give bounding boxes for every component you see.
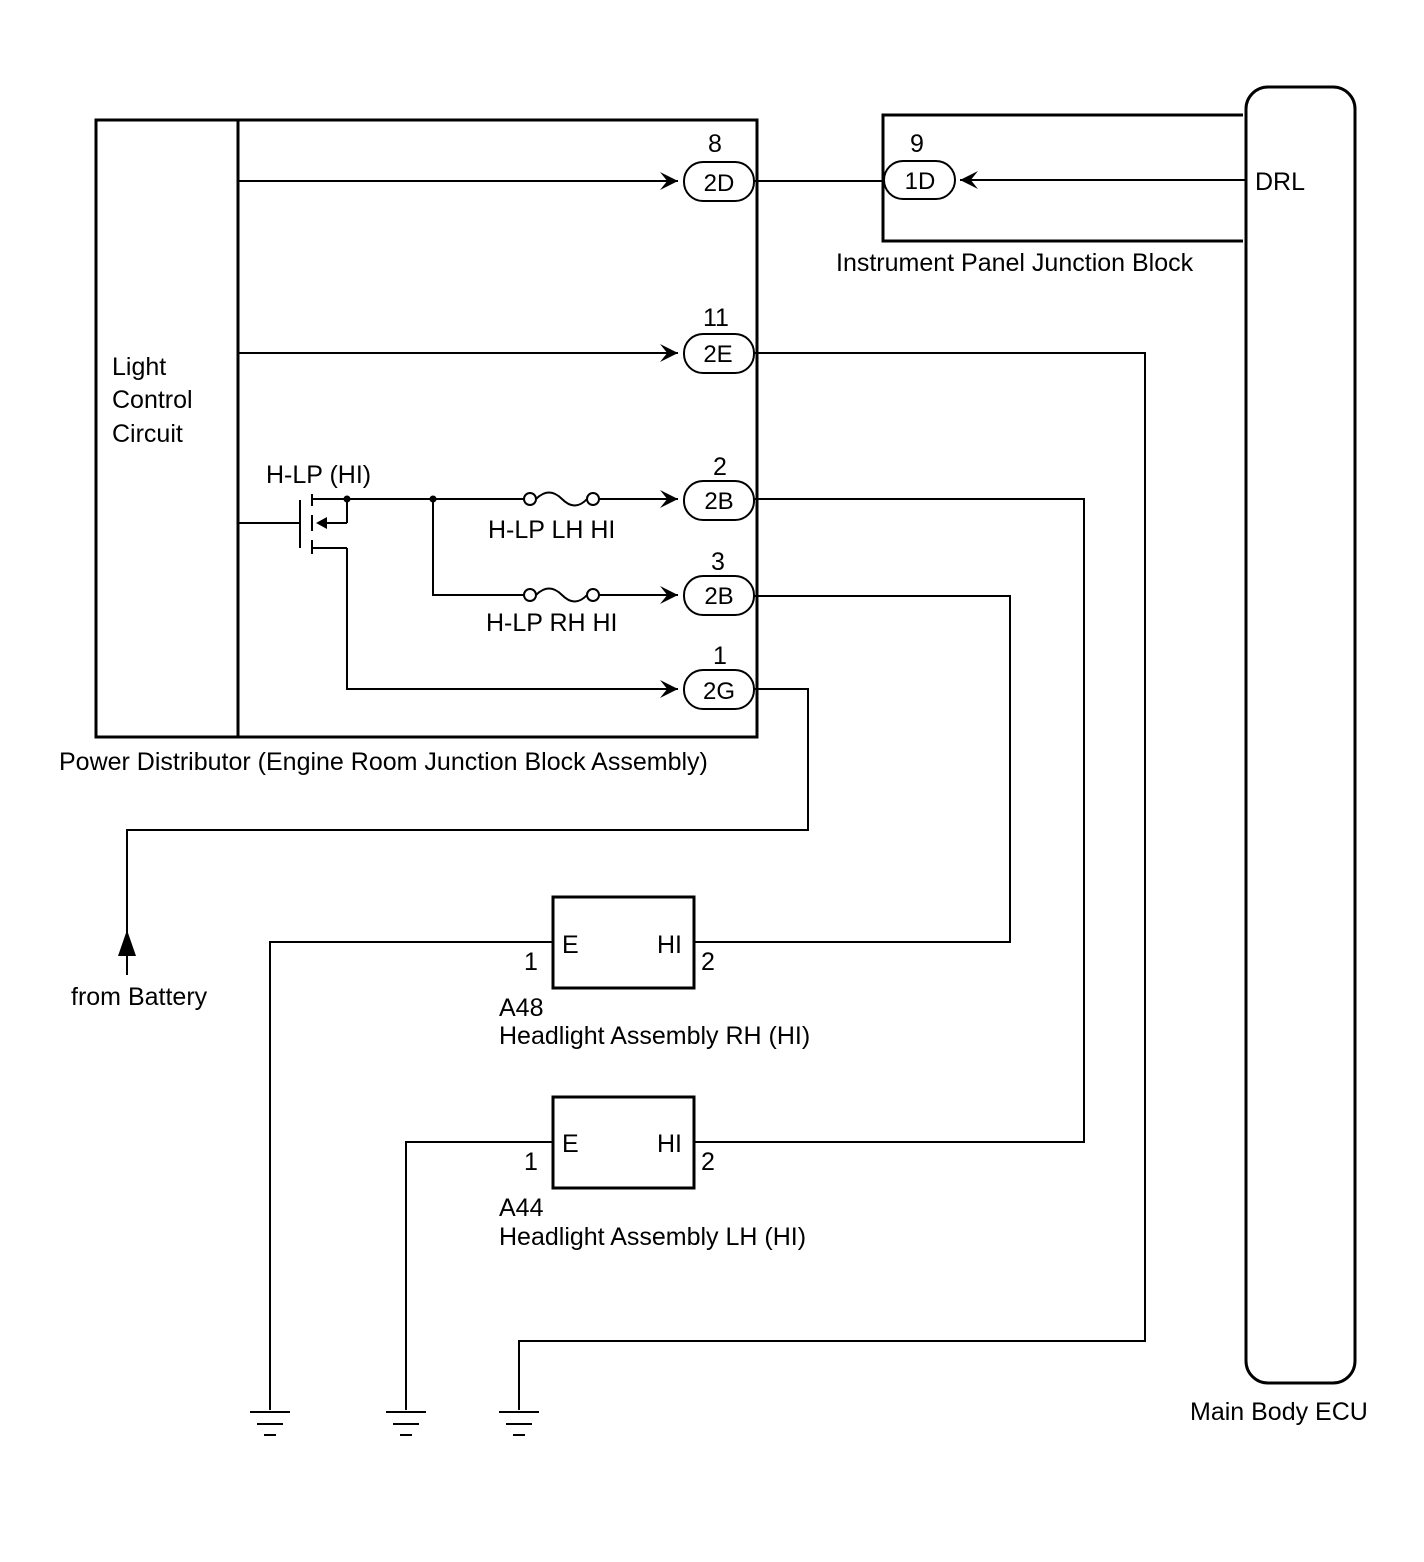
headlight-lh-name: Headlight Assembly LH (HI) (499, 1223, 806, 1251)
wire-relay-to-2g (346, 548, 678, 698)
headlight-rh-term-e: E (562, 931, 579, 959)
headlight-lh-pin-hi: 2 (701, 1148, 715, 1176)
headlight-lh-term-e: E (562, 1130, 579, 1158)
pin-2: 2 (713, 453, 727, 481)
pin-11: 11 (703, 304, 729, 332)
connector-2b-pin3-label: 2B (704, 583, 733, 610)
headlight-rh-name: Headlight Assembly RH (HI) (499, 1022, 810, 1050)
main-body-ecu-box (1244, 85, 1357, 1385)
power-distributor-label: Power Distributor (Engine Room Junction … (59, 748, 708, 776)
headlight-rh-pin-hi: 2 (701, 948, 715, 976)
fuse-lh-label: H-LP LH HI (488, 516, 615, 544)
pin-1: 1 (713, 642, 727, 670)
light-control-circuit-line1: Light (112, 353, 166, 381)
light-control-circuit-line3: Circuit (112, 420, 183, 448)
fuse-lh-symbol (523, 491, 600, 507)
power-distributor-box (94, 118, 759, 739)
light-control-circuit-line2: Control (112, 386, 193, 414)
relay-label: H-LP (HI) (266, 461, 371, 489)
ground-icon (386, 1411, 426, 1436)
from-battery-label: from Battery (71, 983, 208, 1011)
headlight-lh-pin-e: 1 (524, 1148, 538, 1176)
headlight-lh-code: A44 (499, 1194, 544, 1222)
connector-2g-label: 2G (703, 678, 735, 705)
wire-2b-to-lh (695, 498, 1085, 1143)
pin-8: 8 (708, 130, 722, 158)
ground-icon (250, 1411, 290, 1436)
connector-2d-label: 2D (704, 170, 735, 197)
instrument-panel-jb-label: Instrument Panel Junction Block (836, 249, 1194, 277)
connector-1d-label: 1D (905, 168, 936, 195)
headlight-rh-pin-e: 1 (524, 948, 538, 976)
connector-2b-pin2-label: 2B (704, 488, 733, 515)
headlight-rh-term-hi: HI (657, 931, 682, 959)
connector-1d (883, 160, 956, 200)
wire-rh-ground (269, 941, 553, 1410)
connector-2e-label: 2E (703, 341, 732, 368)
battery-arrow-icon (118, 930, 136, 956)
pin-9: 9 (910, 130, 924, 158)
relay-symbol (238, 494, 351, 554)
pin-3: 3 (711, 548, 725, 576)
fuse-rh-label: H-LP RH HI (486, 609, 618, 637)
drl-terminal-label: DRL (1255, 168, 1305, 196)
connector-2b-pin2 (683, 480, 755, 521)
wire-2g-to-battery (126, 688, 809, 975)
headlight-lh-term-hi: HI (657, 1130, 682, 1158)
wire-2e-to-ground (518, 352, 1146, 1410)
wire-lh-ground (405, 1141, 553, 1410)
headlight-rh-code: A48 (499, 994, 543, 1022)
fuse-rh-symbol (523, 587, 600, 603)
wire-2b-to-rh (695, 595, 1011, 943)
ground-icon (499, 1411, 539, 1436)
main-body-ecu-label: Main Body ECU (1190, 1398, 1368, 1426)
wire-branch-rh (432, 499, 524, 596)
instrument-panel-jb-box (881, 113, 1243, 243)
